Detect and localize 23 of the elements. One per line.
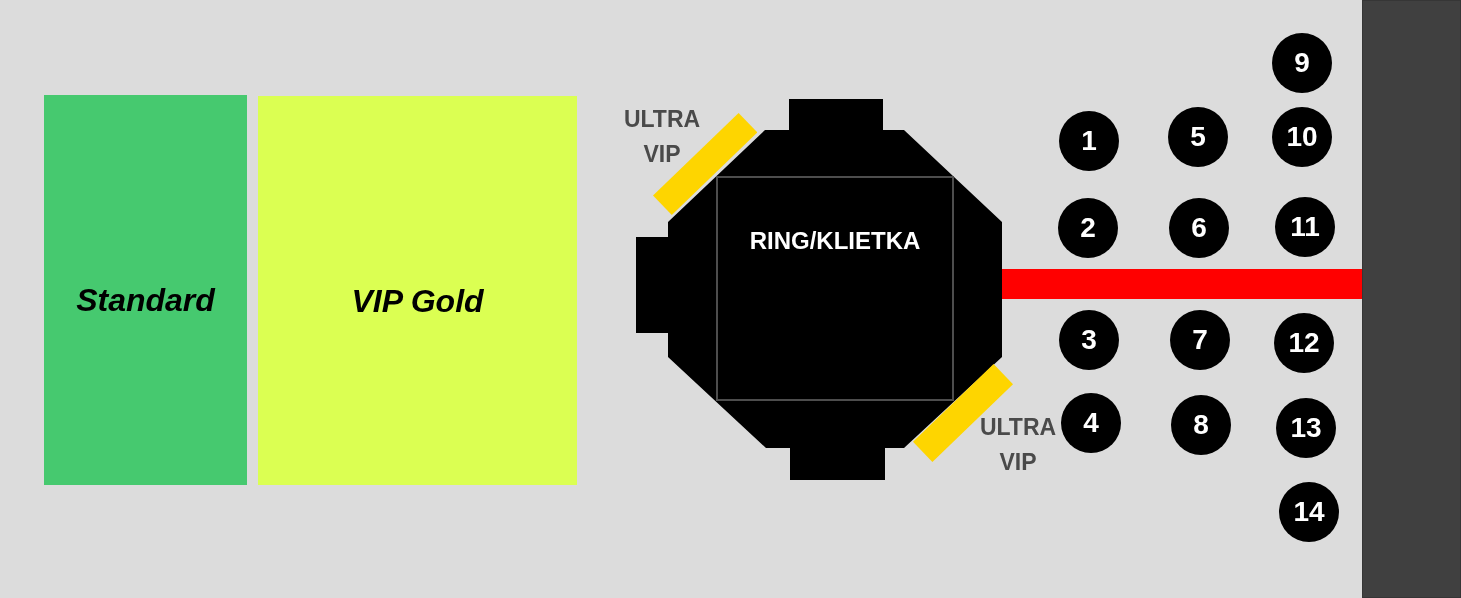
zone-label: VIP Gold [351, 281, 484, 320]
table-marker: 10 [1272, 107, 1332, 167]
zone-label: ULTRA VIP [978, 413, 1058, 477]
ring-label: RING/KLIETKA [749, 227, 921, 255]
table-marker: 6 [1169, 198, 1229, 258]
table-marker: 13 [1276, 398, 1336, 458]
table-marker: 7 [1170, 310, 1230, 370]
table-marker: 1 [1059, 111, 1119, 171]
zone-label: Standard [76, 281, 215, 319]
table-marker: 8 [1171, 395, 1231, 455]
table-marker: 14 [1279, 482, 1339, 542]
side-wall [1362, 0, 1461, 598]
table-marker: 11 [1275, 197, 1335, 257]
table-marker: 9 [1272, 33, 1332, 93]
seating-area [44, 95, 247, 485]
table-marker: 3 [1059, 310, 1119, 370]
zone-label: ULTRA VIP [622, 105, 702, 169]
table-marker: 5 [1168, 107, 1228, 167]
table-marker: 12 [1274, 313, 1334, 373]
table-marker: 4 [1061, 393, 1121, 453]
table-marker: 2 [1058, 198, 1118, 258]
walkway [1001, 269, 1362, 299]
seating-area [258, 96, 577, 485]
